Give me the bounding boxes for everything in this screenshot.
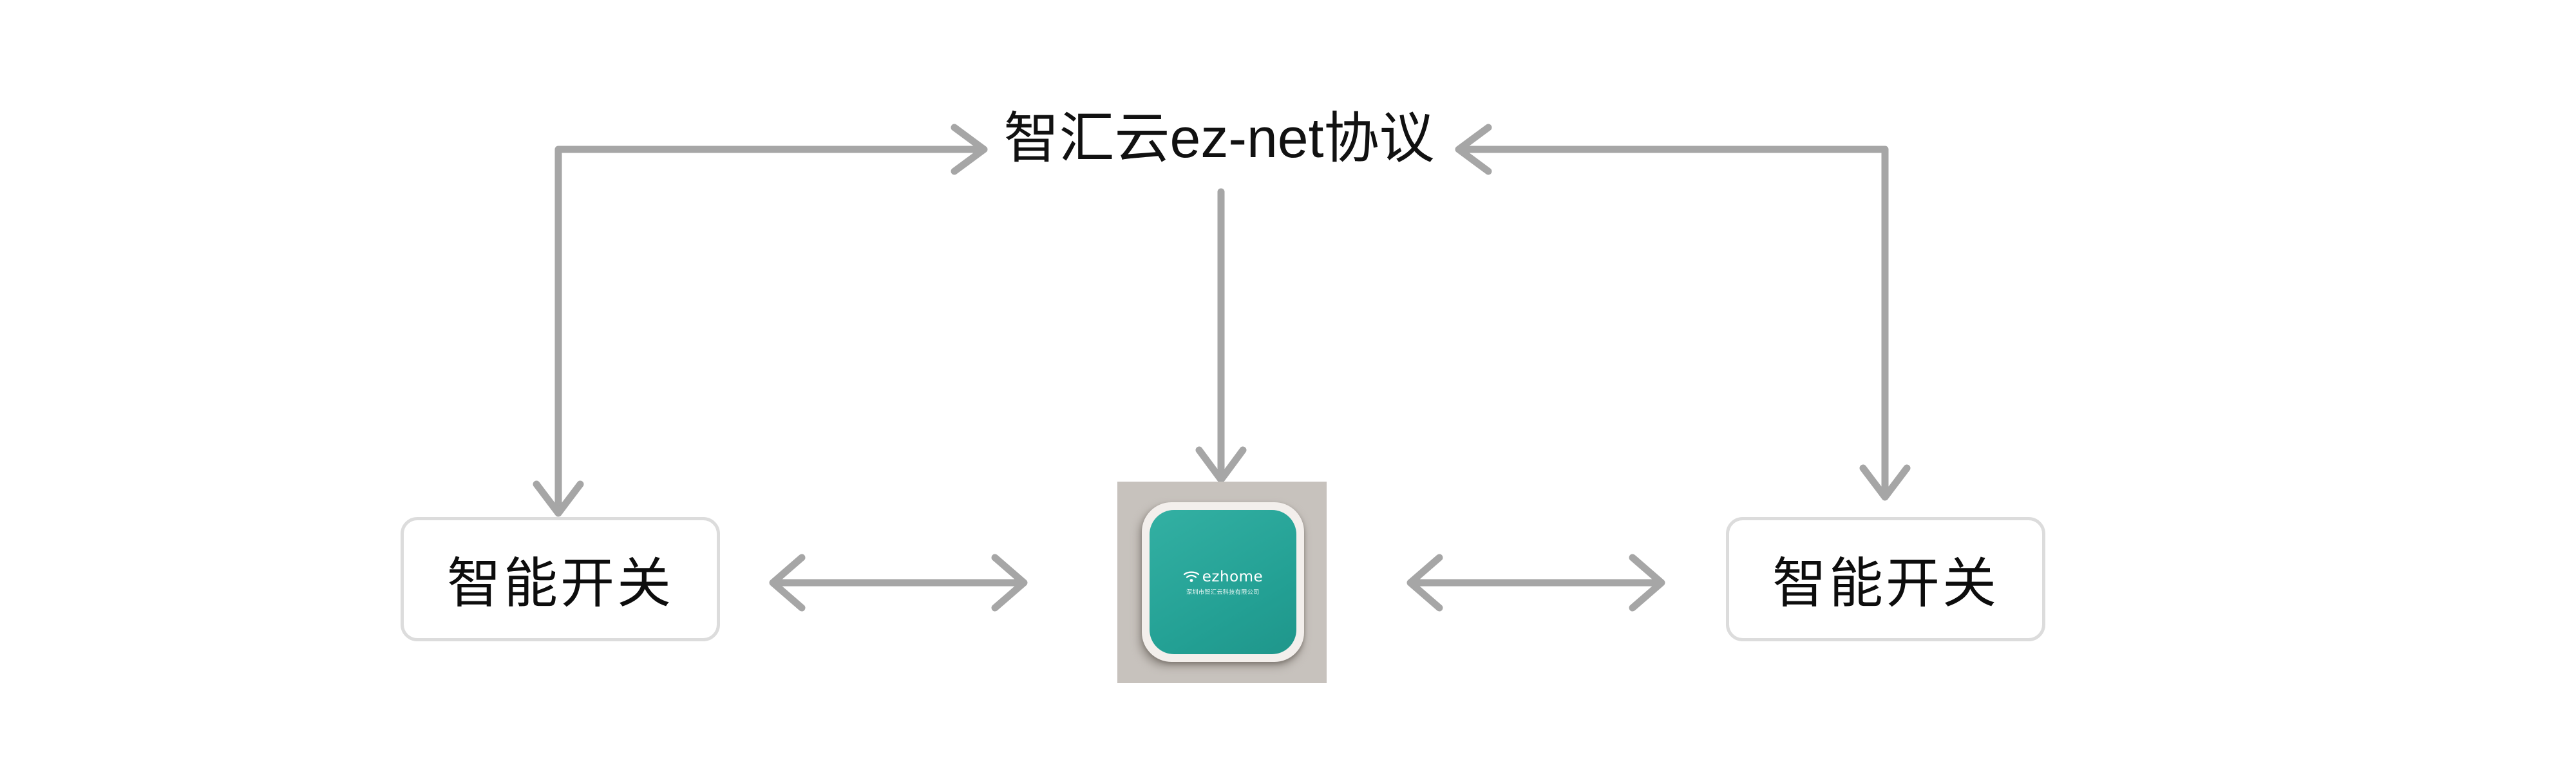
ezhome-gateway-device[interactable]: ezhome 深圳市智汇云科技有限公司	[1117, 482, 1327, 683]
connector-left-to-protocol	[554, 146, 984, 516]
smart-switch-right-node[interactable]: 智能开关	[1726, 517, 2045, 641]
arrowhead-lg-right	[991, 554, 1028, 612]
arrowhead-left-elbow-down	[533, 480, 584, 517]
smart-switch-left-label: 智能开关	[446, 553, 674, 614]
arrowhead-right-elbow-down	[1859, 464, 1911, 501]
arrowhead-gr-left	[1406, 554, 1443, 612]
arrowhead-gr-right	[1629, 554, 1665, 612]
arrowhead-right-elbow-left	[1455, 124, 1492, 175]
smart-switch-right-label: 智能开关	[1772, 553, 1999, 614]
arrowhead-left-elbow-right	[951, 124, 988, 175]
arrowhead-lg-left	[769, 554, 806, 612]
arrowhead-center-down	[1195, 446, 1247, 484]
device-brand-row: ezhome	[1183, 569, 1263, 585]
device-company-name: 深圳市智汇云科技有限公司	[1186, 589, 1260, 596]
connector-right-to-protocol	[1459, 146, 1889, 500]
wifi-icon	[1183, 571, 1199, 582]
device-brand-name: ezhome	[1202, 568, 1264, 585]
device-face: ezhome 深圳市智汇云科技有限公司	[1150, 510, 1296, 654]
protocol-title: 智汇云ez-net协议	[1003, 108, 1435, 169]
smart-switch-left-node[interactable]: 智能开关	[401, 517, 720, 641]
